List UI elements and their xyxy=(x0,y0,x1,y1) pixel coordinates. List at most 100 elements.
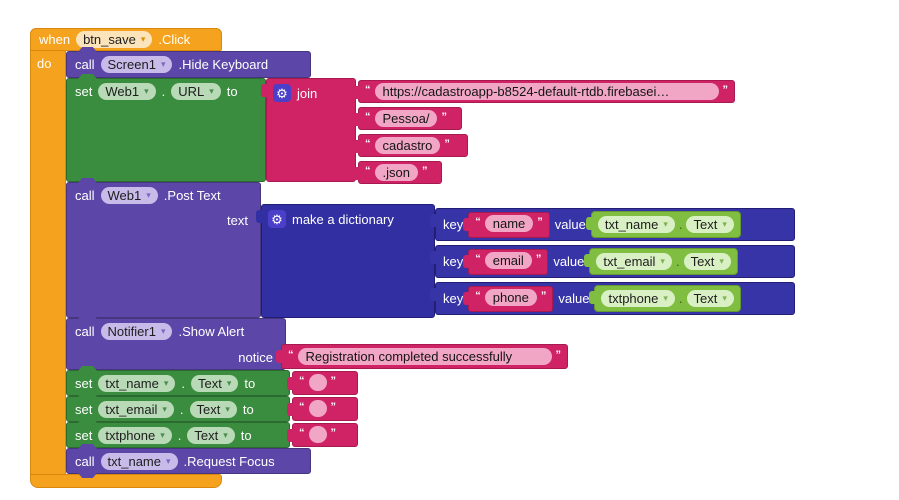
string-text-field[interactable]: .json xyxy=(374,164,418,181)
quote-close: ” xyxy=(330,375,337,387)
web1-dropdown[interactable]: Web1 ▾ xyxy=(98,83,156,100)
key-string-block[interactable]: “ phone ” xyxy=(463,285,554,312)
string-block-url[interactable]: “ https://cadastroapp-b8524-default-rtdb… xyxy=(353,80,735,103)
quote-close: ” xyxy=(441,111,447,123)
string-text-field[interactable]: cadastro xyxy=(374,137,441,154)
call-label: call xyxy=(75,324,95,339)
call-notifier-show-alert-block[interactable]: call Notifier1 ▾ .Show Alert notice xyxy=(66,318,286,370)
pair-row-phone[interactable]: key “ phone ” value txtphone ▾ . Text ▾ xyxy=(430,282,795,315)
text-property-dropdown[interactable]: Text ▾ xyxy=(190,374,239,392)
quote-open: “ xyxy=(475,289,481,302)
dropdown-arrow-icon: ▾ xyxy=(160,326,166,336)
call-screen1-hide-keyboard-block[interactable]: call Screen1 ▾ .Hide Keyboard xyxy=(66,51,311,78)
property-dropdown[interactable]: Text ▾ xyxy=(686,216,734,233)
quote-close: ” xyxy=(537,215,543,228)
when-label: when xyxy=(39,32,71,47)
string-text-field[interactable]: phone xyxy=(484,288,537,306)
component-dropdown[interactable]: txt_email ▾ xyxy=(596,253,672,270)
quote-close: ” xyxy=(421,165,428,177)
mutator-gear-icon[interactable]: ⚙ xyxy=(268,210,286,228)
string-block-json[interactable]: “ .json ” xyxy=(353,161,442,184)
key-string-block[interactable]: “ name ” xyxy=(463,211,550,238)
to-label: to xyxy=(244,375,256,391)
dropdown-arrow-icon: ▾ xyxy=(163,377,169,388)
notice-string-block[interactable]: “ Registration completed successfully ” xyxy=(276,344,568,369)
url-property-dropdown[interactable]: URL ▾ xyxy=(171,83,221,100)
string-block-pessoa[interactable]: “ Pessoa/ ” xyxy=(353,107,462,130)
text-property-dropdown[interactable]: Text ▾ xyxy=(189,400,237,418)
pair-row-name[interactable]: key “ name ” value txt_name ▾ . Text ▾ xyxy=(430,208,795,241)
quote-open: “ xyxy=(299,401,305,413)
quote-open: “ xyxy=(288,349,294,361)
request-focus-method-label: .Request Focus xyxy=(183,453,275,469)
web1-dropdown[interactable]: Web1 ▾ xyxy=(100,187,158,204)
btn-save-dropdown[interactable]: btn_save ▾ xyxy=(76,31,153,48)
make-dictionary-block[interactable]: ⚙ make a dictionary xyxy=(256,204,435,318)
dropdown-arrow-icon: ▾ xyxy=(719,256,724,266)
string-text-field[interactable] xyxy=(308,426,327,443)
dropdown-arrow-icon: ▾ xyxy=(660,256,665,266)
set-label: set xyxy=(75,427,93,443)
dropdown-arrow-icon: ▾ xyxy=(722,219,727,229)
empty-string-block[interactable]: “ ” xyxy=(287,371,358,395)
call-request-focus-block[interactable]: call txt_name ▾ .Request Focus xyxy=(66,448,311,474)
set-label: set xyxy=(75,84,93,99)
txtphone-dropdown[interactable]: txtphone ▾ xyxy=(98,426,172,444)
join-block[interactable]: ⚙ join xyxy=(261,78,356,182)
set-web1-url-block[interactable]: set Web1 ▾ . URL ▾ to xyxy=(66,78,266,182)
empty-string-block[interactable]: “ ” xyxy=(287,397,358,421)
value-label: value xyxy=(558,291,590,306)
quote-close: ” xyxy=(540,289,547,302)
dropdown-arrow-icon: ▾ xyxy=(209,86,214,96)
txt-name-dropdown[interactable]: txt_name ▾ xyxy=(98,374,176,392)
string-text-field[interactable]: Registration completed successfully xyxy=(297,348,552,365)
string-text-field[interactable]: Pessoa/ xyxy=(374,110,438,127)
quote-close: ” xyxy=(444,138,450,150)
value-label: value xyxy=(553,254,585,269)
key-string-block[interactable]: “ email ” xyxy=(463,248,549,275)
set-txt-name-text-block[interactable]: set txt_name ▾ . Text ▾ to xyxy=(66,370,290,396)
txt-email-dropdown[interactable]: txt_email ▾ xyxy=(98,400,174,418)
getter-block-txtphone[interactable]: txtphone ▾ . Text ▾ xyxy=(589,285,741,312)
quote-open: “ xyxy=(475,252,481,265)
string-text-field[interactable] xyxy=(308,400,327,417)
set-txt-email-text-block[interactable]: set txt_email ▾ . Text ▾ to xyxy=(66,396,290,422)
pair-row-email[interactable]: key “ email ” value txt_email ▾ . Text ▾ xyxy=(430,245,795,278)
mutator-gear-icon[interactable]: ⚙ xyxy=(273,84,291,102)
hide-keyboard-method-label: .Hide Keyboard xyxy=(178,57,269,72)
quote-open: “ xyxy=(299,375,305,387)
set-txtphone-text-block[interactable]: set txtphone ▾ . Text ▾ to xyxy=(66,422,290,448)
property-dropdown[interactable]: Text ▾ xyxy=(683,253,731,270)
value-label: value xyxy=(554,217,586,232)
string-text-field[interactable]: name xyxy=(484,214,534,232)
when-btn-save-click-block[interactable]: when btn_save ▾ .Click xyxy=(30,28,222,51)
screen1-dropdown[interactable]: Screen1 ▾ xyxy=(100,56,173,73)
quote-open: “ xyxy=(475,215,481,228)
set-label: set xyxy=(75,375,93,391)
dropdown-arrow-icon: ▾ xyxy=(162,403,167,414)
key-label: key xyxy=(443,217,464,232)
call-web1-post-text-block[interactable]: call Web1 ▾ .Post Text text xyxy=(66,182,261,318)
empty-string-block[interactable]: “ ” xyxy=(287,423,358,447)
dropdown-arrow-icon: ▾ xyxy=(140,34,146,44)
quote-open: “ xyxy=(365,138,371,150)
to-label: to xyxy=(226,84,238,99)
event-block-spine[interactable] xyxy=(30,50,66,475)
getter-block-txt-email[interactable]: txt_email ▾ . Text ▾ xyxy=(584,248,738,275)
property-dropdown[interactable]: Text ▾ xyxy=(686,290,734,307)
string-text-field[interactable] xyxy=(308,374,327,391)
quote-open: “ xyxy=(365,84,371,96)
string-block-cadastro[interactable]: “ cadastro ” xyxy=(353,134,468,157)
text-property-dropdown[interactable]: Text ▾ xyxy=(187,426,235,444)
string-text-field[interactable]: email xyxy=(484,251,532,269)
dropdown-arrow-icon: ▾ xyxy=(160,59,166,69)
component-dropdown[interactable]: txtphone ▾ xyxy=(601,290,675,307)
quote-close: ” xyxy=(330,401,337,413)
key-label: key xyxy=(443,291,464,306)
component-dropdown[interactable]: txt_name ▾ xyxy=(597,216,675,233)
getter-block-txt-name[interactable]: txt_name ▾ . Text ▾ xyxy=(585,211,741,238)
string-text-field[interactable]: https://cadastroapp-b8524-default-rtdb.f… xyxy=(374,83,719,100)
txt-name-dropdown[interactable]: txt_name ▾ xyxy=(100,452,178,470)
notifier1-dropdown[interactable]: Notifier1 ▾ xyxy=(100,323,173,340)
